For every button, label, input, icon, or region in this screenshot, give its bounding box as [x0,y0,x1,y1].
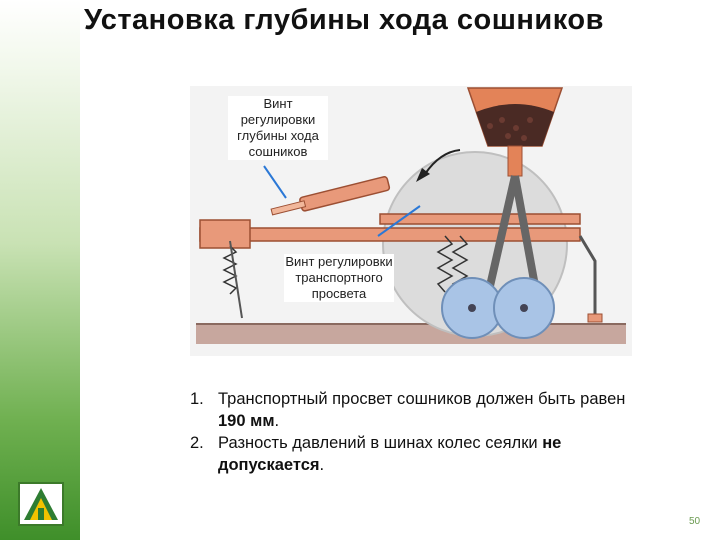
page-number: 50 [689,516,701,527]
sidebar-gradient-band [0,0,80,540]
numbered-notes: 1. Транспортный просвет сошников должен … [190,388,630,476]
emphasis-value: 190 мм [218,412,275,430]
callout-depth-adjustment-screw: Винт регулировки глубины хода сошников [228,96,328,160]
emphasis-text: не допускается [218,434,562,474]
list-number: 1. [190,390,204,408]
list-item: 2. Разность давлений в шинах колес сеялк… [190,434,562,474]
callout-transport-clearance-screw: Винт регулировки транспортного просвета [284,254,394,302]
university-logo [18,482,64,526]
list-item: 1. Транспортный просвет сошников должен … [190,390,626,430]
list-number: 2. [190,434,204,452]
slide-title: Установка глубины хода сошников [84,4,604,36]
